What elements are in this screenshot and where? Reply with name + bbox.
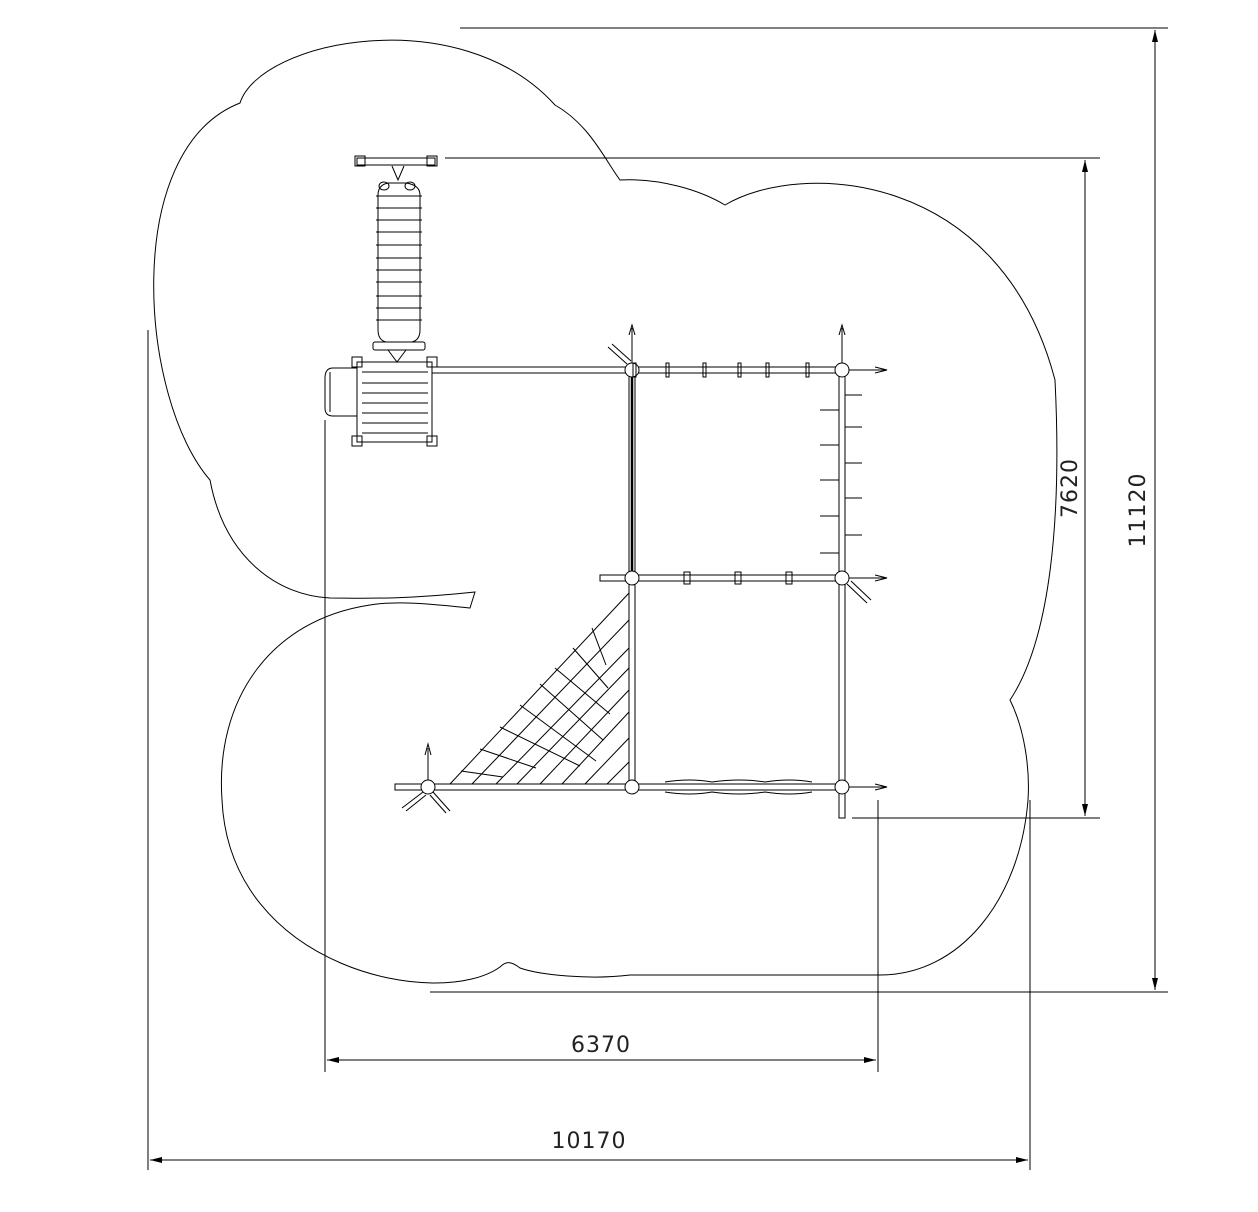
frame-beams [394, 366, 846, 819]
safety-zone-outline [153, 39, 1058, 984]
dim-label-inner-height: 7620 [1058, 458, 1083, 518]
dim-label-inner-width: 6370 [571, 1033, 631, 1058]
anchors [401, 323, 888, 814]
dimension-inner-height: 7620 [1058, 160, 1088, 816]
climbing-net [449, 592, 630, 785]
mid-beam-clamps [683, 571, 793, 585]
platform [324, 356, 438, 447]
dim-label-outer-height: 11120 [1126, 473, 1151, 548]
dim-label-outer-width: 10170 [552, 1129, 627, 1154]
dimension-outer-width: 10170 [150, 1129, 1028, 1163]
rope-bridge [664, 779, 813, 795]
top-beam-handles [632, 362, 810, 378]
extension-lines [147, 27, 1168, 1170]
hanging-ladder [354, 155, 438, 363]
dimension-outer-height: 11120 [1126, 30, 1158, 990]
climbing-rungs [820, 394, 862, 554]
dimension-inner-width: 6370 [327, 1033, 876, 1063]
